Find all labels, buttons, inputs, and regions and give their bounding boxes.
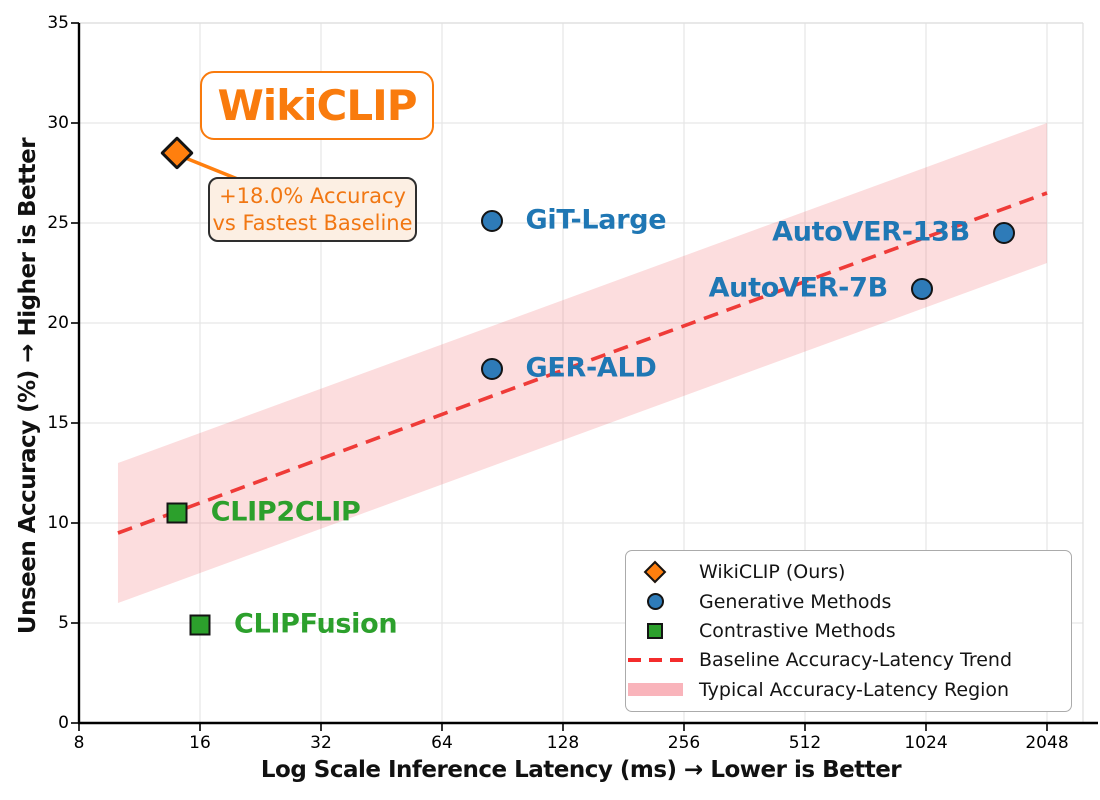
legend-item-1: Generative Methods <box>626 591 1071 613</box>
dash-swatch-shape <box>627 658 683 663</box>
legend-item-0: WikiCLIP (Ours) <box>626 561 1071 584</box>
callout-connector-line <box>186 157 242 182</box>
callout-line-1: +18.0% Accuracy <box>219 183 406 208</box>
accuracy-callout-box: +18.0% Accuracy vs Fastest Baseline <box>208 177 417 242</box>
legend-item-2: Contrastive Methods <box>626 620 1071 642</box>
legend-label: Contrastive Methods <box>699 619 896 642</box>
legend-item-4: Typical Accuracy-Latency Region <box>626 679 1071 701</box>
callout-line-2: vs Fastest Baseline <box>212 210 413 235</box>
y-axis-title: Unseen Accuracy (%) → Higher is Better <box>15 137 41 635</box>
legend-label: Generative Methods <box>699 590 892 613</box>
x-axis-title: Log Scale Inference Latency (ms) → Lower… <box>260 757 902 783</box>
legend-label: Baseline Accuracy-Latency Trend <box>699 649 1012 672</box>
wikiclip-headline-text: WikiCLIP <box>217 81 417 130</box>
square-swatch-shape <box>647 622 663 639</box>
square-legend-icon <box>626 622 684 639</box>
patch-swatch-shape <box>627 683 683 697</box>
patch-legend-icon <box>626 683 684 697</box>
diamond-swatch-shape <box>643 561 667 584</box>
legend-label: Typical Accuracy-Latency Region <box>699 678 1010 701</box>
diamond-legend-icon <box>626 561 684 584</box>
baseline-trend-line <box>117 191 1048 535</box>
dash-legend-icon <box>626 658 684 663</box>
circle-legend-icon <box>626 593 684 611</box>
legend-item-3: Baseline Accuracy-Latency Trend <box>626 649 1071 671</box>
circle-swatch-shape <box>646 593 664 611</box>
wikiclip-headline-box: WikiCLIP <box>200 71 434 140</box>
legend-label: WikiCLIP (Ours) <box>699 561 846 584</box>
